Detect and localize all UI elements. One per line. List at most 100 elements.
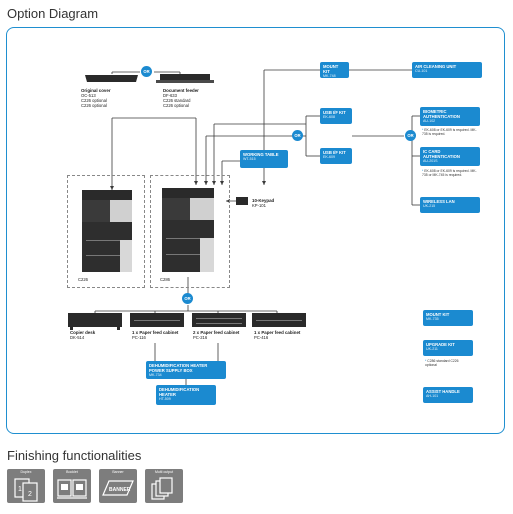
cabinet-0-name: Copier desk [70, 330, 96, 335]
banner-icon: BANNER [102, 480, 134, 496]
biometric-note: * EK-608 or EK-609 is required. MK-735 i… [422, 128, 480, 136]
usb-if-kit-1-code: EK-608 [323, 115, 335, 119]
ic-card-code: AU-201S [423, 159, 438, 163]
mount-kit-top-code: MK-748 [323, 74, 336, 78]
cabinet-3-name: 1 x Paper feed cabinet [254, 330, 301, 335]
duplex-icon: 1 2 [14, 478, 38, 502]
wireless-lan-code: UK-215 [423, 204, 436, 208]
upgrade-kit-code: UK-211 [426, 347, 438, 351]
usb-if-kit-2-title: USB I/F KIT [323, 150, 346, 155]
or-badge-auth: OR [405, 130, 416, 141]
usb-if-kit-2-box: USB I/F KIT EK-609 [320, 148, 352, 164]
booklet-icon [57, 479, 87, 499]
usb-if-kit-1-box: USB I/F KIT EK-608 [320, 108, 352, 124]
keypad-code: KP-101 [252, 203, 266, 208]
document-feeder-shape [160, 74, 210, 82]
machine-right-frame [150, 175, 230, 288]
mount-kit-right-code: MK-735 [426, 317, 439, 321]
document-feeder-code: DF-633 [163, 93, 177, 98]
working-table-box: WORKING TABLE WT-515 [240, 150, 288, 168]
machine-left-frame [67, 175, 145, 288]
original-cover-shape [85, 75, 138, 82]
svg-text:1: 1 [18, 486, 22, 493]
usb-if-kit-1-title: USB I/F KIT [323, 110, 346, 115]
air-cleaning-title: AIR CLEANING UNIT [415, 64, 457, 69]
cabinet-3-label: 1 x Paper feed cabinet PC-416 [254, 330, 300, 340]
cabinet-2-code: PC-216 [193, 335, 208, 340]
ic-card-box: IC CARD AUTHENTICATION AU-201S [420, 147, 480, 166]
finishing-tile-booklet: Booklet [53, 469, 91, 503]
multi-output-icon [151, 477, 173, 500]
keypad-name: 10-Keypad [252, 198, 275, 203]
document-feeder-line2: C226 optional [163, 103, 189, 108]
original-cover-label: Original cover OC-513 C226 optional C226… [81, 88, 111, 108]
or-badge-originals: OR [141, 66, 152, 77]
machine-right-label: C286 [160, 277, 171, 282]
biometric-note-marker: * [422, 128, 424, 132]
mount-kit-right-box: MOUNT KIT MK-735 [423, 310, 473, 326]
ic-card-title: IC CARD AUTHENTICATION [423, 149, 460, 159]
biometric-code: AU-102 [423, 119, 436, 123]
biometric-title: BIOMETRIC AUTHENTICATION [423, 109, 460, 119]
biometric-box: BIOMETRIC AUTHENTICATION AU-102 [420, 107, 480, 126]
cabinet-1-name: 1 x Paper feed cabinet [132, 330, 179, 335]
or-badge-usb: OR [292, 130, 303, 141]
upgrade-note-text: C286 standard C226 optional [425, 359, 459, 368]
upgrade-kit-title: UPGRADE KIT [426, 342, 455, 347]
page-title: Option Diagram [7, 6, 99, 21]
banner-icon-text: BANNER [109, 487, 131, 493]
machine-left-label: C226 [78, 277, 89, 282]
or-badge-cabinets: OR [182, 293, 193, 304]
copier-desk-shape [68, 313, 122, 330]
document-feeder-line1: C226 standard [163, 98, 191, 103]
original-cover-line1: C226 optional [81, 98, 107, 103]
wireless-lan-box: WIRELESS LAN UK-215 [420, 197, 480, 213]
ic-card-note-marker: * [422, 169, 424, 173]
assist-handle-box: ASSIST HANDLE AH-101 [423, 387, 473, 403]
assist-handle-code: AH-101 [426, 394, 439, 398]
keypad-label: 10-Keypad KP-101 [252, 198, 274, 208]
usb-if-kit-2-code: EK-609 [323, 155, 335, 159]
working-table-code: WT-515 [243, 157, 256, 161]
machine-right-shape [162, 188, 214, 272]
mount-kit-top-box: MOUNT KIT MK-748 [320, 62, 349, 78]
cabinet-0-code: DK-514 [70, 335, 85, 340]
finishing-tile-banner: Banner BANNER [99, 469, 137, 503]
upgrade-kit-box: UPGRADE KIT UK-211 [423, 340, 473, 356]
wireless-lan-title: WIRELESS LAN [423, 199, 455, 204]
diagram-frame [6, 27, 505, 434]
cabinet-2-label: 2 x Paper feed cabinet PC-216 [193, 330, 239, 340]
finishing-tile-multi-output: Multi output [145, 469, 183, 503]
dehum-heater-code: HT-509 [159, 397, 171, 401]
mount-kit-top-title: MOUNT KIT [323, 64, 339, 74]
finishing-label-banner: Banner [112, 470, 124, 474]
air-cleaning-box: AIR CLEANING UNIT CU-101 [412, 62, 482, 78]
original-cover-line2: C226 optional [81, 103, 107, 108]
document-feeder-label: Document feeder DF-633 C226 standard C22… [163, 88, 199, 108]
dehum-heater-box: DEHUMIDIFICATION HEATER HT-509 [156, 385, 216, 405]
finishing-label-multi-output: Multi output [154, 470, 174, 474]
cabinet-1-label: 1 x Paper feed cabinet PC-116 [132, 330, 178, 340]
ic-card-note-text: EK-608 or EK-609 is required. MK-735 or … [422, 169, 477, 178]
machine-left-shape [82, 190, 132, 272]
cabinet-3-shape [252, 313, 306, 327]
finishing-tile-duplex: Duplex 1 2 [7, 469, 45, 503]
finishing-title: Finishing functionalities [7, 448, 142, 463]
keypad-shape [236, 197, 248, 205]
document-feeder-name: Document feeder [163, 88, 199, 93]
svg-text:2: 2 [28, 491, 32, 498]
finishing-label-duplex: Duplex [20, 470, 32, 474]
air-cleaning-code: CU-101 [415, 69, 428, 73]
working-table-title: WORKING TABLE [243, 152, 279, 157]
cabinet-1-code: PC-116 [132, 335, 146, 340]
mount-kit-right-title: MOUNT KIT [426, 312, 450, 317]
cabinet-0-label: Copier desk DK-514 [70, 330, 95, 340]
cabinet-2-shape [192, 313, 246, 327]
dehum-power-title: DEHUMIDIFICATION HEATER POWER SUPPLY BOX [149, 363, 208, 373]
biometric-note-text: EK-608 or EK-609 is required. MK-735 is … [422, 128, 477, 137]
original-cover-code: OC-513 [81, 93, 96, 98]
